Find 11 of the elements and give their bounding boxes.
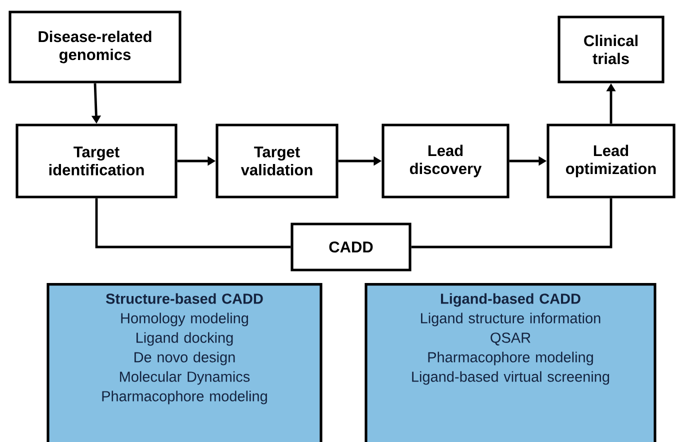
process-box: Lead discovery <box>382 124 510 198</box>
connector-line <box>95 198 291 248</box>
process-box: Clinical trials <box>558 16 664 84</box>
process-box: Target identification <box>16 124 178 198</box>
process-box: Target validation <box>216 124 338 198</box>
process-box: Lead optimization <box>546 124 676 198</box>
method-panel: Structure-based CADD Homology modeling Ligand docking De novo design Molecular Dynamics Pharmacophore modeling <box>46 283 322 442</box>
connector-line <box>411 198 612 248</box>
method-panel: Ligand-based CADD Ligand structure information QSAR Pharmacophore modeling Ligand-based virtual screening <box>364 283 656 442</box>
process-box: Disease-related genomics <box>8 10 182 84</box>
process-box: CADD <box>290 222 412 272</box>
